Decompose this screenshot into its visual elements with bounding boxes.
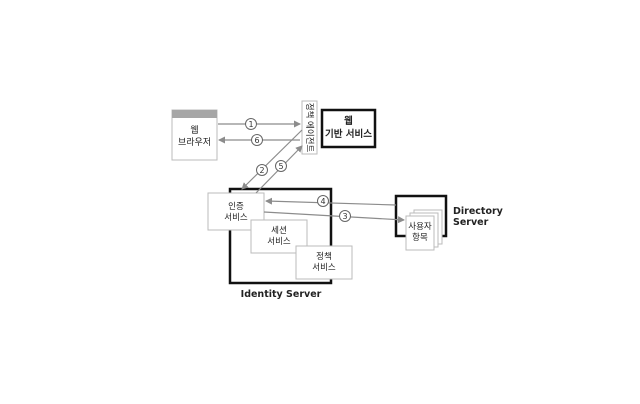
step-4-marker: 4 (317, 195, 329, 207)
policy-service: 정책 서비스 (295, 245, 353, 280)
policy-agent: 정책 에이전트 (301, 100, 318, 155)
step-3-label: 3 (342, 212, 347, 221)
user-entry-label-line1: 사용자 (408, 222, 432, 232)
directory-server: Directory Server 사용자 항목 (394, 194, 504, 251)
step-5-marker: 5 (275, 160, 287, 172)
arrow-2 (241, 129, 303, 190)
directory-server-title-line2: Server (453, 217, 489, 228)
browser-label-line1: 웹 (190, 125, 198, 136)
policy-service-label-line2: 서비스 (312, 263, 336, 273)
step-2-marker: 2 (256, 164, 268, 176)
step-4-label: 4 (320, 197, 325, 206)
auth-service-label-line2: 서비스 (224, 213, 248, 223)
step-markers: 1 6 2 5 4 3 (245, 118, 351, 222)
step-1-marker: 1 (245, 118, 257, 130)
step-2-label: 2 (259, 166, 264, 175)
identity-server-title: Identity Server (241, 289, 322, 300)
step-3-marker: 3 (339, 210, 351, 222)
browser-title-bar (172, 110, 217, 118)
arrow-3 (263, 211, 405, 224)
auth-service-label-line1: 인증 (228, 201, 244, 212)
step-5-label: 5 (278, 162, 283, 171)
arrow-4 (265, 197, 397, 206)
user-entry-card (405, 215, 435, 251)
web-browser: 웹 브라우저 (171, 109, 218, 161)
directory-server-title-line1: Directory (453, 206, 504, 217)
web-service-label-line1: 웹 (344, 115, 353, 127)
step-6-label: 6 (254, 136, 259, 145)
step-6-marker: 6 (251, 134, 263, 146)
policy-service-label-line1: 정책 (316, 251, 332, 262)
policy-agent-label: 정책 에이전트 (304, 103, 315, 153)
user-entry-label-line2: 항목 (412, 233, 428, 243)
web-based-service: 웹 기반 서비스 (320, 108, 377, 149)
web-service-label-line2: 기반 서비스 (325, 128, 372, 140)
step-1-label: 1 (248, 120, 253, 129)
browser-label-line2: 브라우저 (178, 137, 211, 148)
session-service-label-line1: 세션 (271, 225, 287, 236)
session-service-label-line2: 서비스 (267, 237, 291, 247)
identity-server: Identity Server 인증 서비스 세션 서비스 정책 서비스 (207, 187, 353, 300)
